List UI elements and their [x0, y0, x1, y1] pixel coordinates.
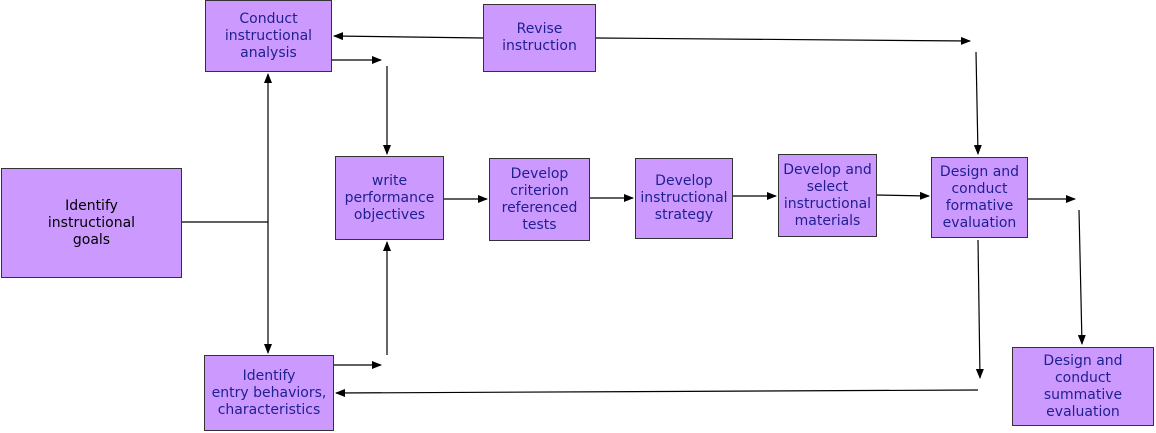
- formative-down-arrow: [975, 239, 984, 379]
- revise-to-right-arrow: [595, 36, 971, 45]
- revise-to-analysis-arrow: [333, 32, 484, 41]
- develop-tests-box[interactable]: Develop criterion referenced tests: [489, 158, 590, 241]
- identify-goals-box[interactable]: Identify instructional goals: [1, 168, 182, 278]
- summative-evaluation-box[interactable]: Design and conduct summative evaluation: [1012, 347, 1154, 426]
- write-objectives-box[interactable]: write performance objectives: [335, 156, 444, 240]
- feedback-to-entry-arrow: [335, 388, 979, 397]
- right-to-formative-arrow: [973, 51, 982, 155]
- to-summative-arrow: [1077, 209, 1086, 345]
- develop-strategy-box[interactable]: Develop instructional strategy: [635, 158, 733, 239]
- materials-to-formative-arrow: [875, 191, 930, 200]
- identify-entry-box[interactable]: Identify entry behaviors, characteristic…: [204, 355, 334, 431]
- conduct-analysis-box[interactable]: Conduct instructional analysis: [205, 0, 332, 72]
- revise-instruction-box[interactable]: Revise instruction: [483, 4, 596, 72]
- develop-materials-box[interactable]: Develop and select instructional materia…: [778, 154, 877, 237]
- formative-evaluation-box[interactable]: Design and conduct formative evaluation: [931, 157, 1028, 238]
